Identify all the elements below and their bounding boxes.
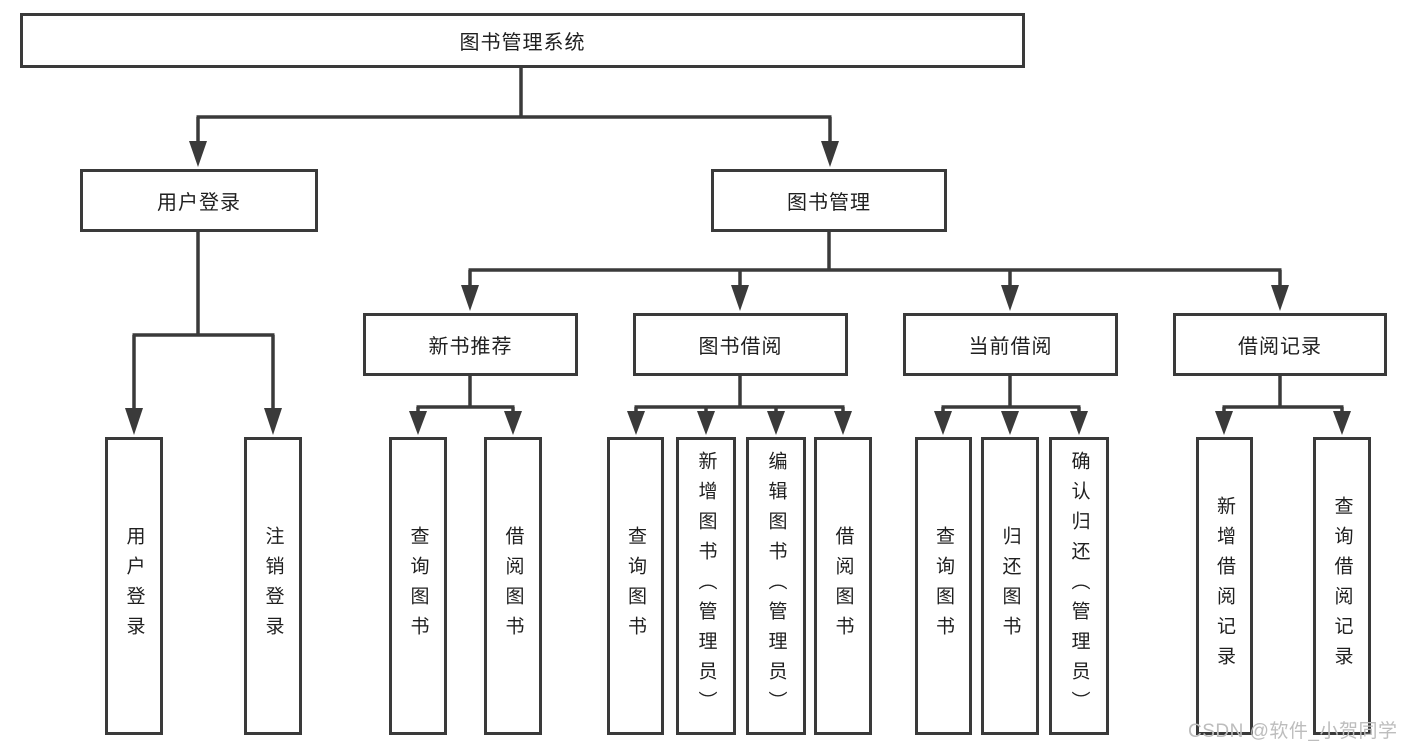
leaf-query-books-borrow: 查询图书: [607, 437, 664, 735]
leaf-logout: 注销登录: [244, 437, 302, 735]
leaf-borrow-books: 借阅图书: [814, 437, 872, 735]
node-library-system: 图书管理系统: [20, 13, 1025, 68]
leaf-query-borrow-record: 查询借阅记录: [1313, 437, 1371, 735]
leaf-query-books-recommend: 查询图书: [389, 437, 447, 735]
leaf-user-login: 用户登录: [105, 437, 163, 735]
node-book-management: 图书管理: [711, 169, 947, 232]
node-user-login: 用户登录: [80, 169, 318, 232]
csdn-watermark: CSDN @软件_小贺同学: [1188, 721, 1398, 742]
leaf-confirm-return-admin: 确认归还（管理员）: [1049, 437, 1109, 735]
arrowheads: [125, 141, 1351, 435]
node-new-book-recommend: 新书推荐: [363, 313, 578, 376]
leaf-add-borrow-record: 新增借阅记录: [1196, 437, 1253, 735]
node-current-borrowing: 当前借阅: [903, 313, 1118, 376]
leaf-query-books-current: 查询图书: [915, 437, 972, 735]
leaf-edit-books-admin: 编辑图书（管理员）: [746, 437, 806, 735]
leaf-add-books-admin: 新增图书（管理员）: [676, 437, 736, 735]
node-borrowing-records: 借阅记录: [1173, 313, 1387, 376]
node-book-borrowing: 图书借阅: [633, 313, 848, 376]
leaf-return-books: 归还图书: [981, 437, 1039, 735]
leaf-borrow-books-recommend: 借阅图书: [484, 437, 542, 735]
